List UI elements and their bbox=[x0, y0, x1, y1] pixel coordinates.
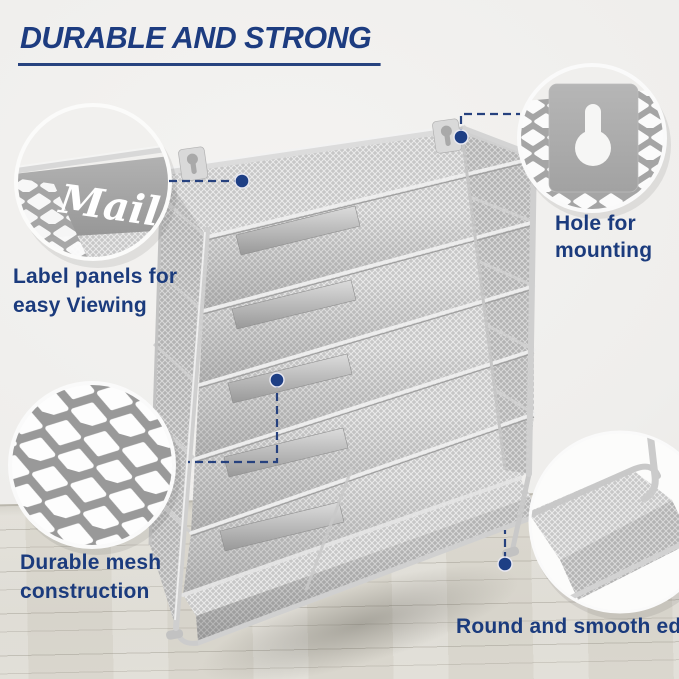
keyhole-tab-right bbox=[432, 118, 463, 154]
callout-dot bbox=[497, 556, 513, 572]
right-foot bbox=[502, 546, 520, 559]
keyhole-tab-left bbox=[178, 146, 209, 182]
headline: DURABLE AND STRONG bbox=[18, 20, 381, 66]
mesh-organizer bbox=[148, 118, 537, 646]
callout-dot bbox=[234, 173, 250, 189]
bottom-tray bbox=[166, 467, 534, 646]
keyhole-icon bbox=[575, 104, 611, 166]
organizer-left-side bbox=[150, 171, 207, 628]
callout-dot bbox=[269, 372, 285, 388]
callout-label-round-edges: Round and smooth edges bbox=[456, 615, 679, 638]
callout-label-label-panels: Label panels for easy Viewing bbox=[13, 265, 178, 317]
callout-connectors bbox=[166, 112, 520, 560]
callout-dots bbox=[234, 129, 513, 572]
callout-circle-round-edges bbox=[528, 430, 679, 614]
callout-dot bbox=[453, 129, 469, 145]
left-foot bbox=[166, 629, 184, 640]
organizer-back-panel bbox=[162, 127, 534, 237]
connector-mounting-hole bbox=[459, 112, 520, 137]
callout-circle-mesh-closeup bbox=[8, 381, 176, 549]
frame-rails bbox=[148, 123, 537, 631]
callout-circle-label-panel: Mail bbox=[14, 103, 172, 261]
slot-rims bbox=[189, 156, 536, 537]
callout-label-mounting-hole: Hole for mounting bbox=[555, 212, 653, 262]
organizer-slots bbox=[183, 158, 534, 595]
slot-label-panels bbox=[219, 205, 361, 552]
callout-label-mesh: Durable mesh construction bbox=[20, 551, 162, 603]
callout-circle-mounting-hole bbox=[517, 63, 667, 213]
connector-mesh bbox=[188, 380, 279, 464]
